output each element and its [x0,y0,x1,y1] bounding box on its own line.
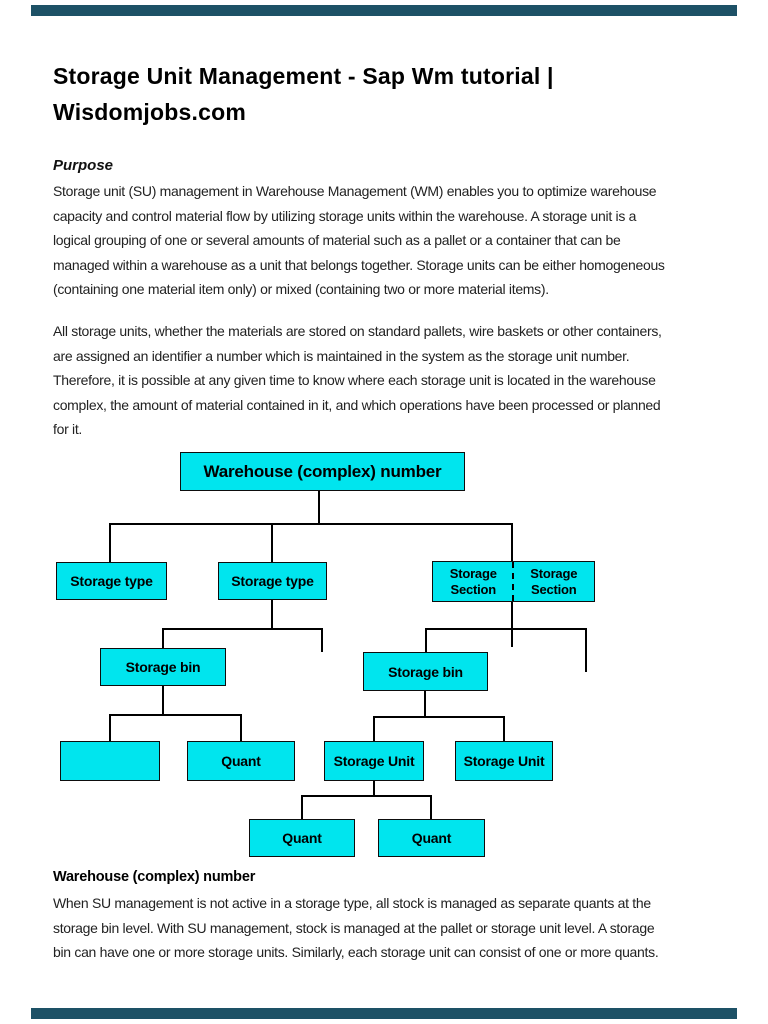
node-quant-2: Quant [249,819,355,857]
document-title: Storage Unit Management - Sap Wm tutoria… [53,63,554,125]
connector-stub [321,628,323,652]
connector-line [301,795,432,797]
node-storage-section-1: Storage Section [433,562,514,601]
node-label: Storage Section [449,565,497,597]
node-label: Storage bin [125,659,201,675]
connector-line [271,523,273,562]
node-label: Quant [221,753,261,769]
paragraph: When SU management is not active in a st… [53,895,659,960]
connector-line [162,628,323,630]
node-label: Storage type [231,573,314,589]
page-top-bar [31,5,737,16]
connector-line [373,716,375,741]
connector-line [425,628,427,652]
connector-line [511,602,513,628]
node-blank [60,741,160,781]
node-storage-unit-2: Storage Unit [455,741,553,781]
node-label: Storage Section [530,565,578,597]
connector-stub [585,628,587,672]
connector-line [109,714,242,716]
node-storage-section-group: Storage Section Storage Section [432,561,595,602]
node-label: Storage Unit [333,753,415,769]
node-storage-unit-1: Storage Unit [324,741,424,781]
node-warehouse-number: Warehouse (complex) number [180,452,465,491]
connector-line [318,491,320,523]
connector-line [271,600,273,628]
section-heading: Warehouse (complex) number [53,869,256,885]
connector-line [162,686,164,714]
node-label: Storage bin [388,663,463,680]
connector-line [109,523,513,525]
connector-line [301,795,303,819]
node-storage-bin-1: Storage bin [100,648,226,686]
node-label: Storage Unit [463,753,545,769]
connector-line [373,716,505,718]
hierarchy-diagram: Warehouse (complex) number Storage type … [53,445,733,865]
node-quant-3: Quant [378,819,485,857]
connector-line [109,523,111,562]
connector-line [109,714,111,741]
connector-line [240,714,242,741]
connector-line [511,523,513,561]
connector-line [424,691,426,716]
connector-line [425,628,587,630]
connector-stub [511,628,513,647]
node-label: Warehouse (complex) number [203,461,442,481]
node-label: Quant [411,830,452,846]
page-bottom-bar [31,1008,737,1019]
node-quant-1: Quant [187,741,295,781]
node-label: Storage type [70,573,153,589]
purpose-heading: Purpose [53,157,114,174]
node-storage-section-2: Storage Section [514,562,595,601]
dashed-divider-line [512,562,514,601]
connector-line [503,716,505,741]
node-storage-type-1: Storage type [56,562,167,600]
node-storage-type-2: Storage type [218,562,327,600]
node-storage-bin-2: Storage bin [363,652,488,691]
connector-line [162,628,164,648]
paragraph: All storage units, whether the materials… [53,323,662,437]
node-label: Quant [282,830,322,846]
connector-line [373,781,375,795]
paragraph: Storage unit (SU) management in Warehous… [53,183,665,297]
connector-line [430,795,432,819]
